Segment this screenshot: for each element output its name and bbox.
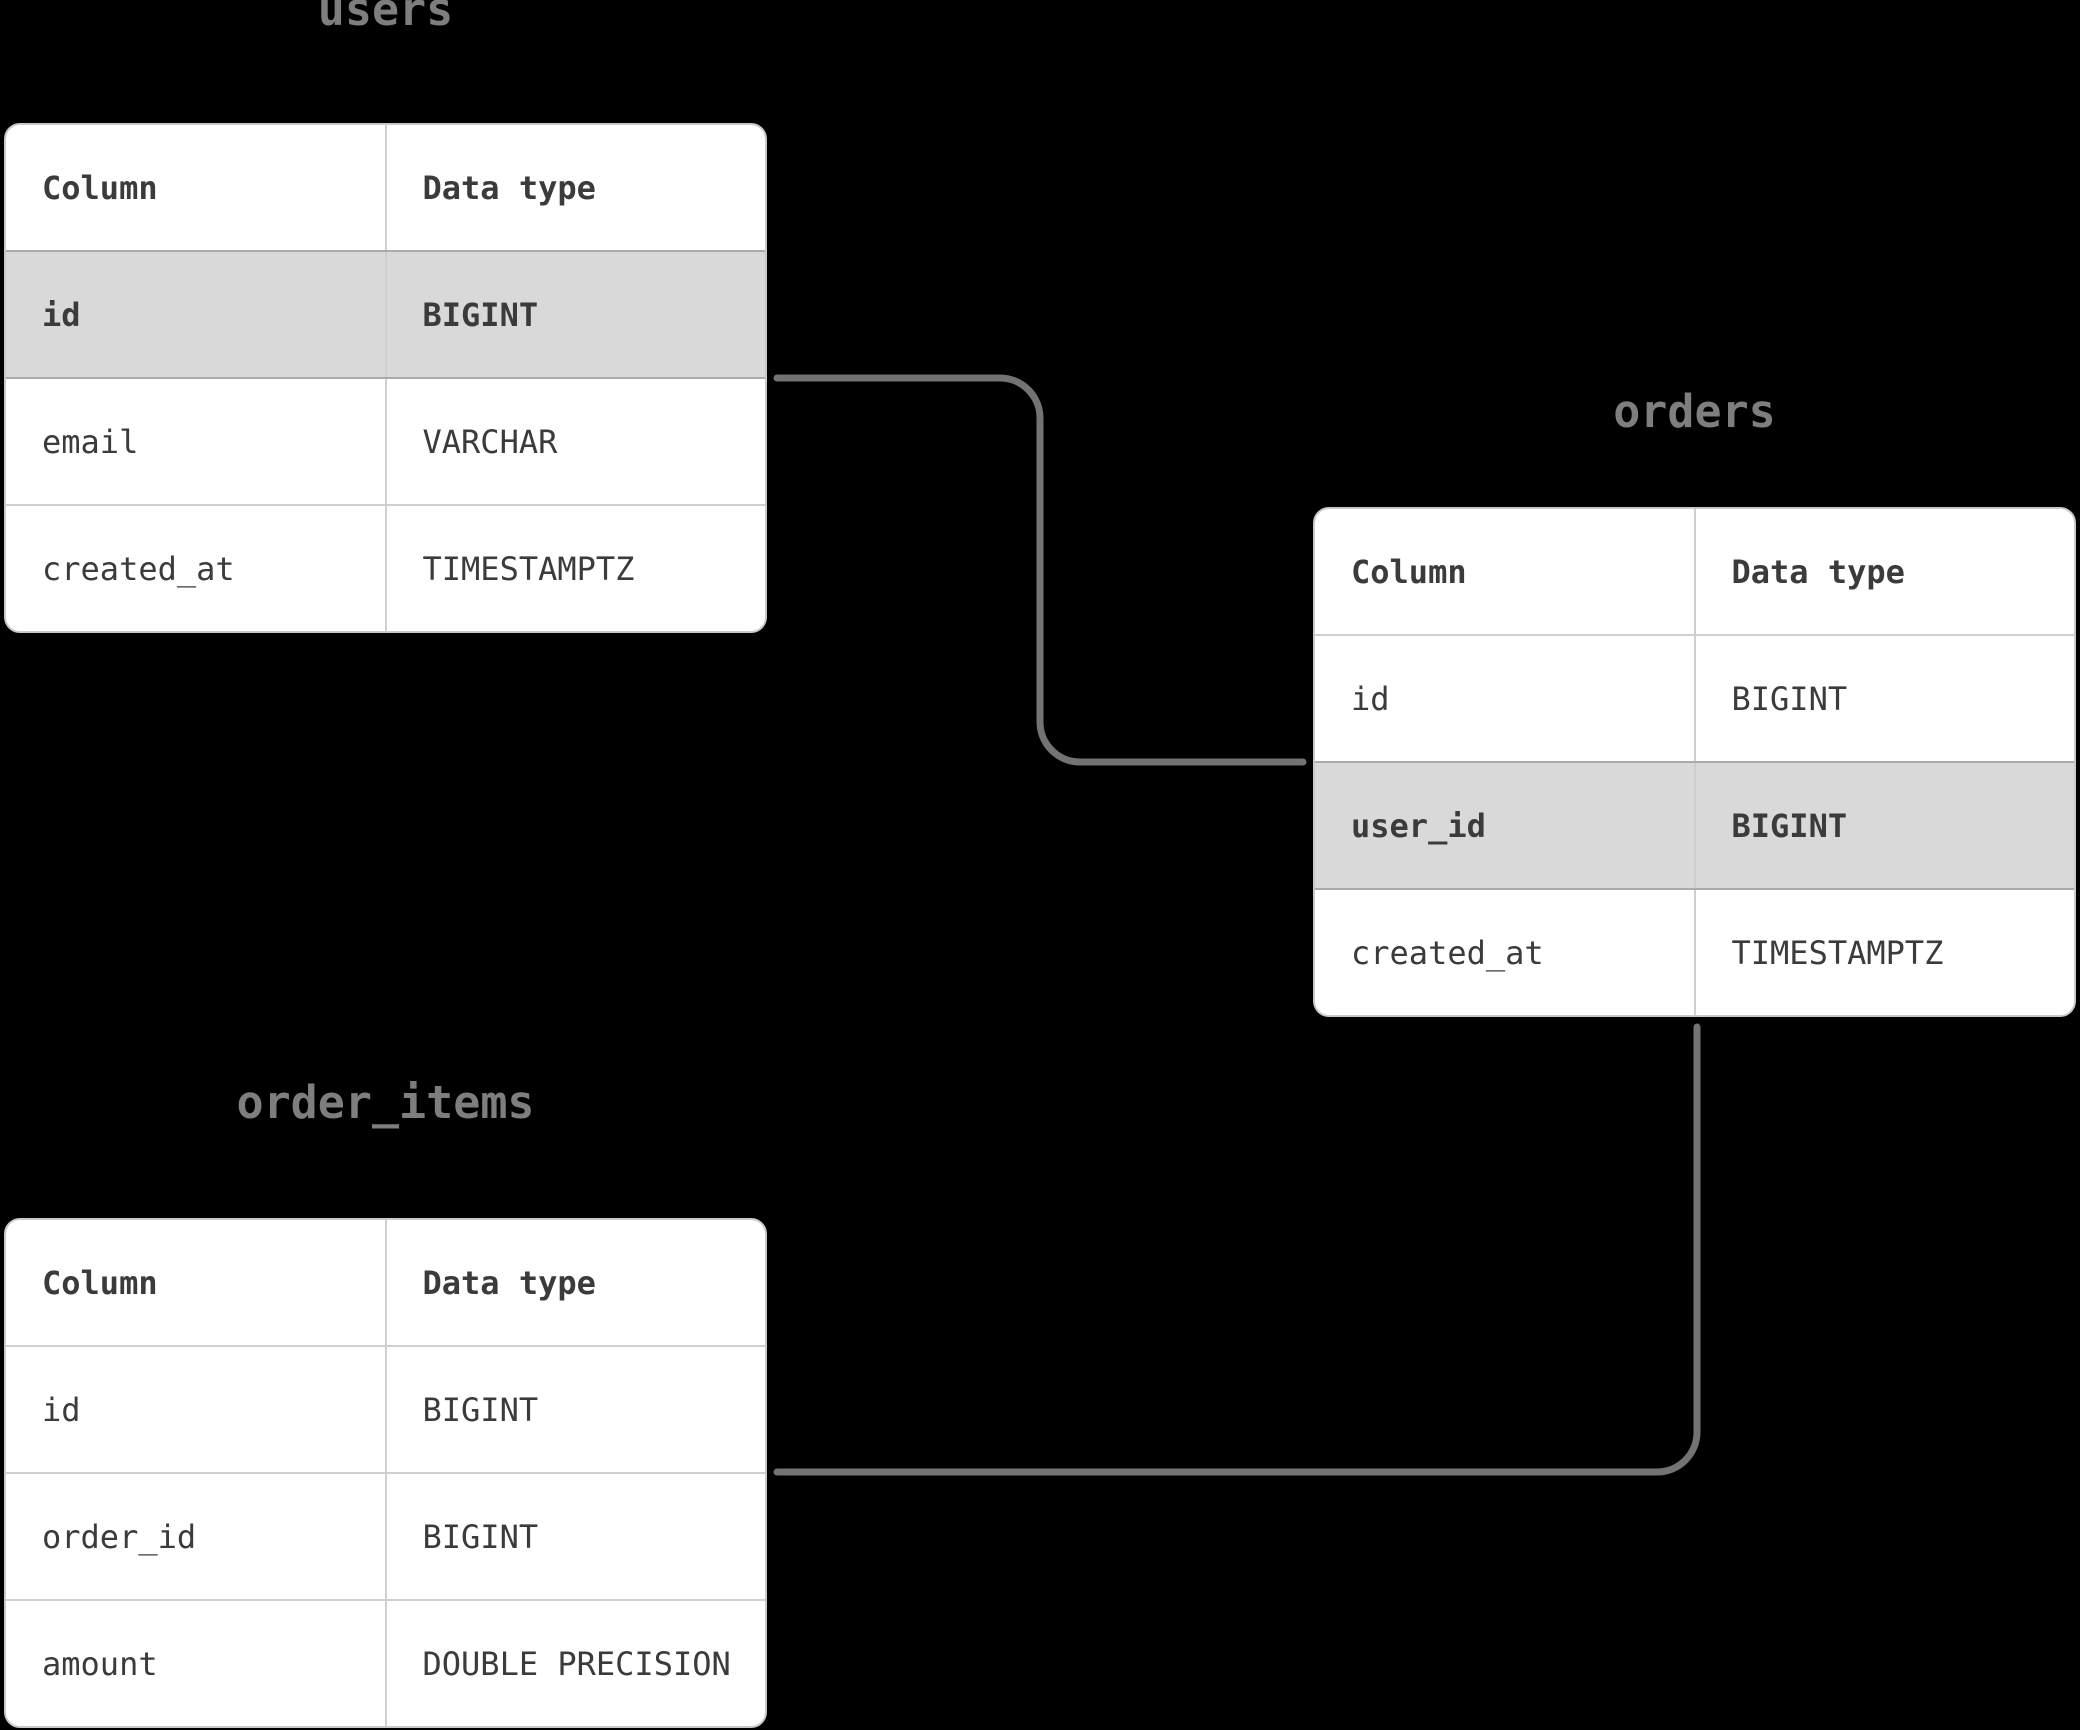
connector-users-id-to-orders-user-id (773, 374, 1307, 766)
table-node-users[interactable]: Column Data type id BIGINT email VARCHAR… (4, 123, 767, 633)
column-type: DOUBLE PRECISION (384, 1601, 766, 1726)
column-name: order_id (42, 1517, 197, 1556)
table-row-orders-id: id BIGINT (1315, 634, 2074, 761)
table-node-order-items[interactable]: Column Data type id BIGINT order_id BIGI… (4, 1218, 767, 1728)
table-header-row: Column Data type (1315, 509, 2074, 634)
table-title-order-items: order_items (236, 1076, 535, 1129)
header-data-type: Data type (384, 1220, 766, 1345)
table-row-users-id: id BIGINT (6, 250, 765, 377)
table-header-row: Column Data type (6, 1220, 765, 1345)
column-name: user_id (1351, 806, 1486, 845)
column-name: created_at (1351, 933, 1544, 972)
column-name: email (42, 422, 139, 461)
column-type: VARCHAR (384, 379, 766, 504)
header-data-type: Data type (1693, 509, 2075, 634)
column-type: BIGINT (1693, 636, 2075, 761)
table-row-users-created-at: created_at TIMESTAMPTZ (6, 504, 765, 631)
column-type: TIMESTAMPTZ (384, 506, 766, 631)
column-type: BIGINT (384, 1347, 766, 1472)
column-type: BIGINT (1693, 763, 2075, 888)
table-row-order-items-order-id: order_id BIGINT (6, 1472, 765, 1599)
column-type: BIGINT (384, 252, 766, 377)
table-node-orders[interactable]: Column Data type id BIGINT user_id BIGIN… (1313, 507, 2076, 1017)
table-row-orders-created-at: created_at TIMESTAMPTZ (1315, 888, 2074, 1015)
column-name: amount (42, 1644, 158, 1683)
column-type: BIGINT (384, 1474, 766, 1599)
table-row-orders-user-id: user_id BIGINT (1315, 761, 2074, 888)
column-type: TIMESTAMPTZ (1693, 890, 2075, 1015)
column-name: id (1351, 679, 1390, 718)
header-column: Column (42, 168, 158, 207)
table-row-order-items-amount: amount DOUBLE PRECISION (6, 1599, 765, 1726)
header-data-type: Data type (384, 125, 766, 250)
table-row-order-items-id: id BIGINT (6, 1345, 765, 1472)
table-header-row: Column Data type (6, 125, 765, 250)
column-name: id (42, 295, 81, 334)
column-name: id (42, 1390, 81, 1429)
table-title-orders: orders (1613, 385, 1776, 438)
column-name: created_at (42, 549, 235, 588)
table-row-users-email: email VARCHAR (6, 377, 765, 504)
connector-orders-to-order-items-order-id (773, 1023, 1701, 1476)
header-column: Column (42, 1263, 158, 1302)
table-title-users: users (317, 0, 454, 36)
header-column: Column (1351, 552, 1467, 591)
